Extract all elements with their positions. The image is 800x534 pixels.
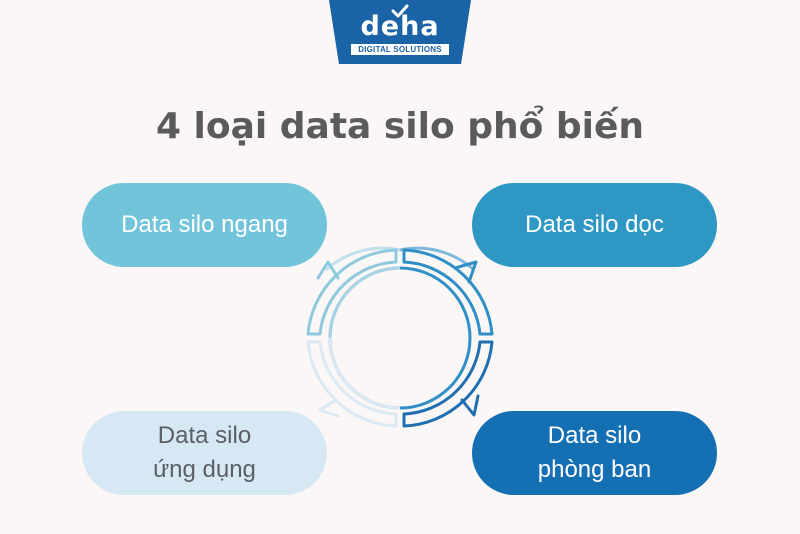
cycle-inner-ring-left (328, 266, 401, 410)
page-title: 4 loại data silo phổ biến (155, 106, 645, 147)
arrow-to-top-right-icon (453, 260, 478, 284)
silo-horizontal-pill: Data silo ngang (82, 183, 327, 267)
silo-vertical-pill: Data silo dọc (472, 183, 717, 267)
silo-horizontal-label: Data silo ngang (121, 211, 288, 238)
silo-department-label-line2: phòng ban (537, 456, 652, 483)
arc-band-top-left (306, 248, 398, 336)
silo-application-label-line1: Data silo (157, 422, 252, 449)
silo-application-label-line2: ứng dụng (153, 456, 256, 483)
logo-wordmark: deha (360, 11, 440, 42)
arrow-to-bottom-left-icon (318, 398, 340, 418)
arrow-to-top-left-icon (316, 260, 340, 280)
arc-band-bottom-left (306, 340, 398, 428)
arc-band-top-right (402, 248, 494, 336)
cycle-inner-ring-bottom-left (328, 337, 401, 410)
arc-band-bottom-right (402, 340, 494, 428)
logo-tagline: DIGITAL SOLUTIONS (351, 44, 449, 55)
check-mark-icon (391, 4, 409, 18)
silo-vertical-label: Data silo dọc (525, 211, 664, 238)
cycle-arc-top-right (399, 246, 476, 272)
arrow-to-bottom-right-icon (460, 394, 480, 417)
cycle-inner-ring (328, 266, 472, 410)
silo-department-label-line1: Data silo (547, 422, 642, 449)
cycle-arc-top-left (324, 246, 401, 272)
silo-application-pill: Data silo ứng dụng (82, 411, 327, 495)
silo-department-pill: Data silo phòng ban (472, 411, 717, 495)
